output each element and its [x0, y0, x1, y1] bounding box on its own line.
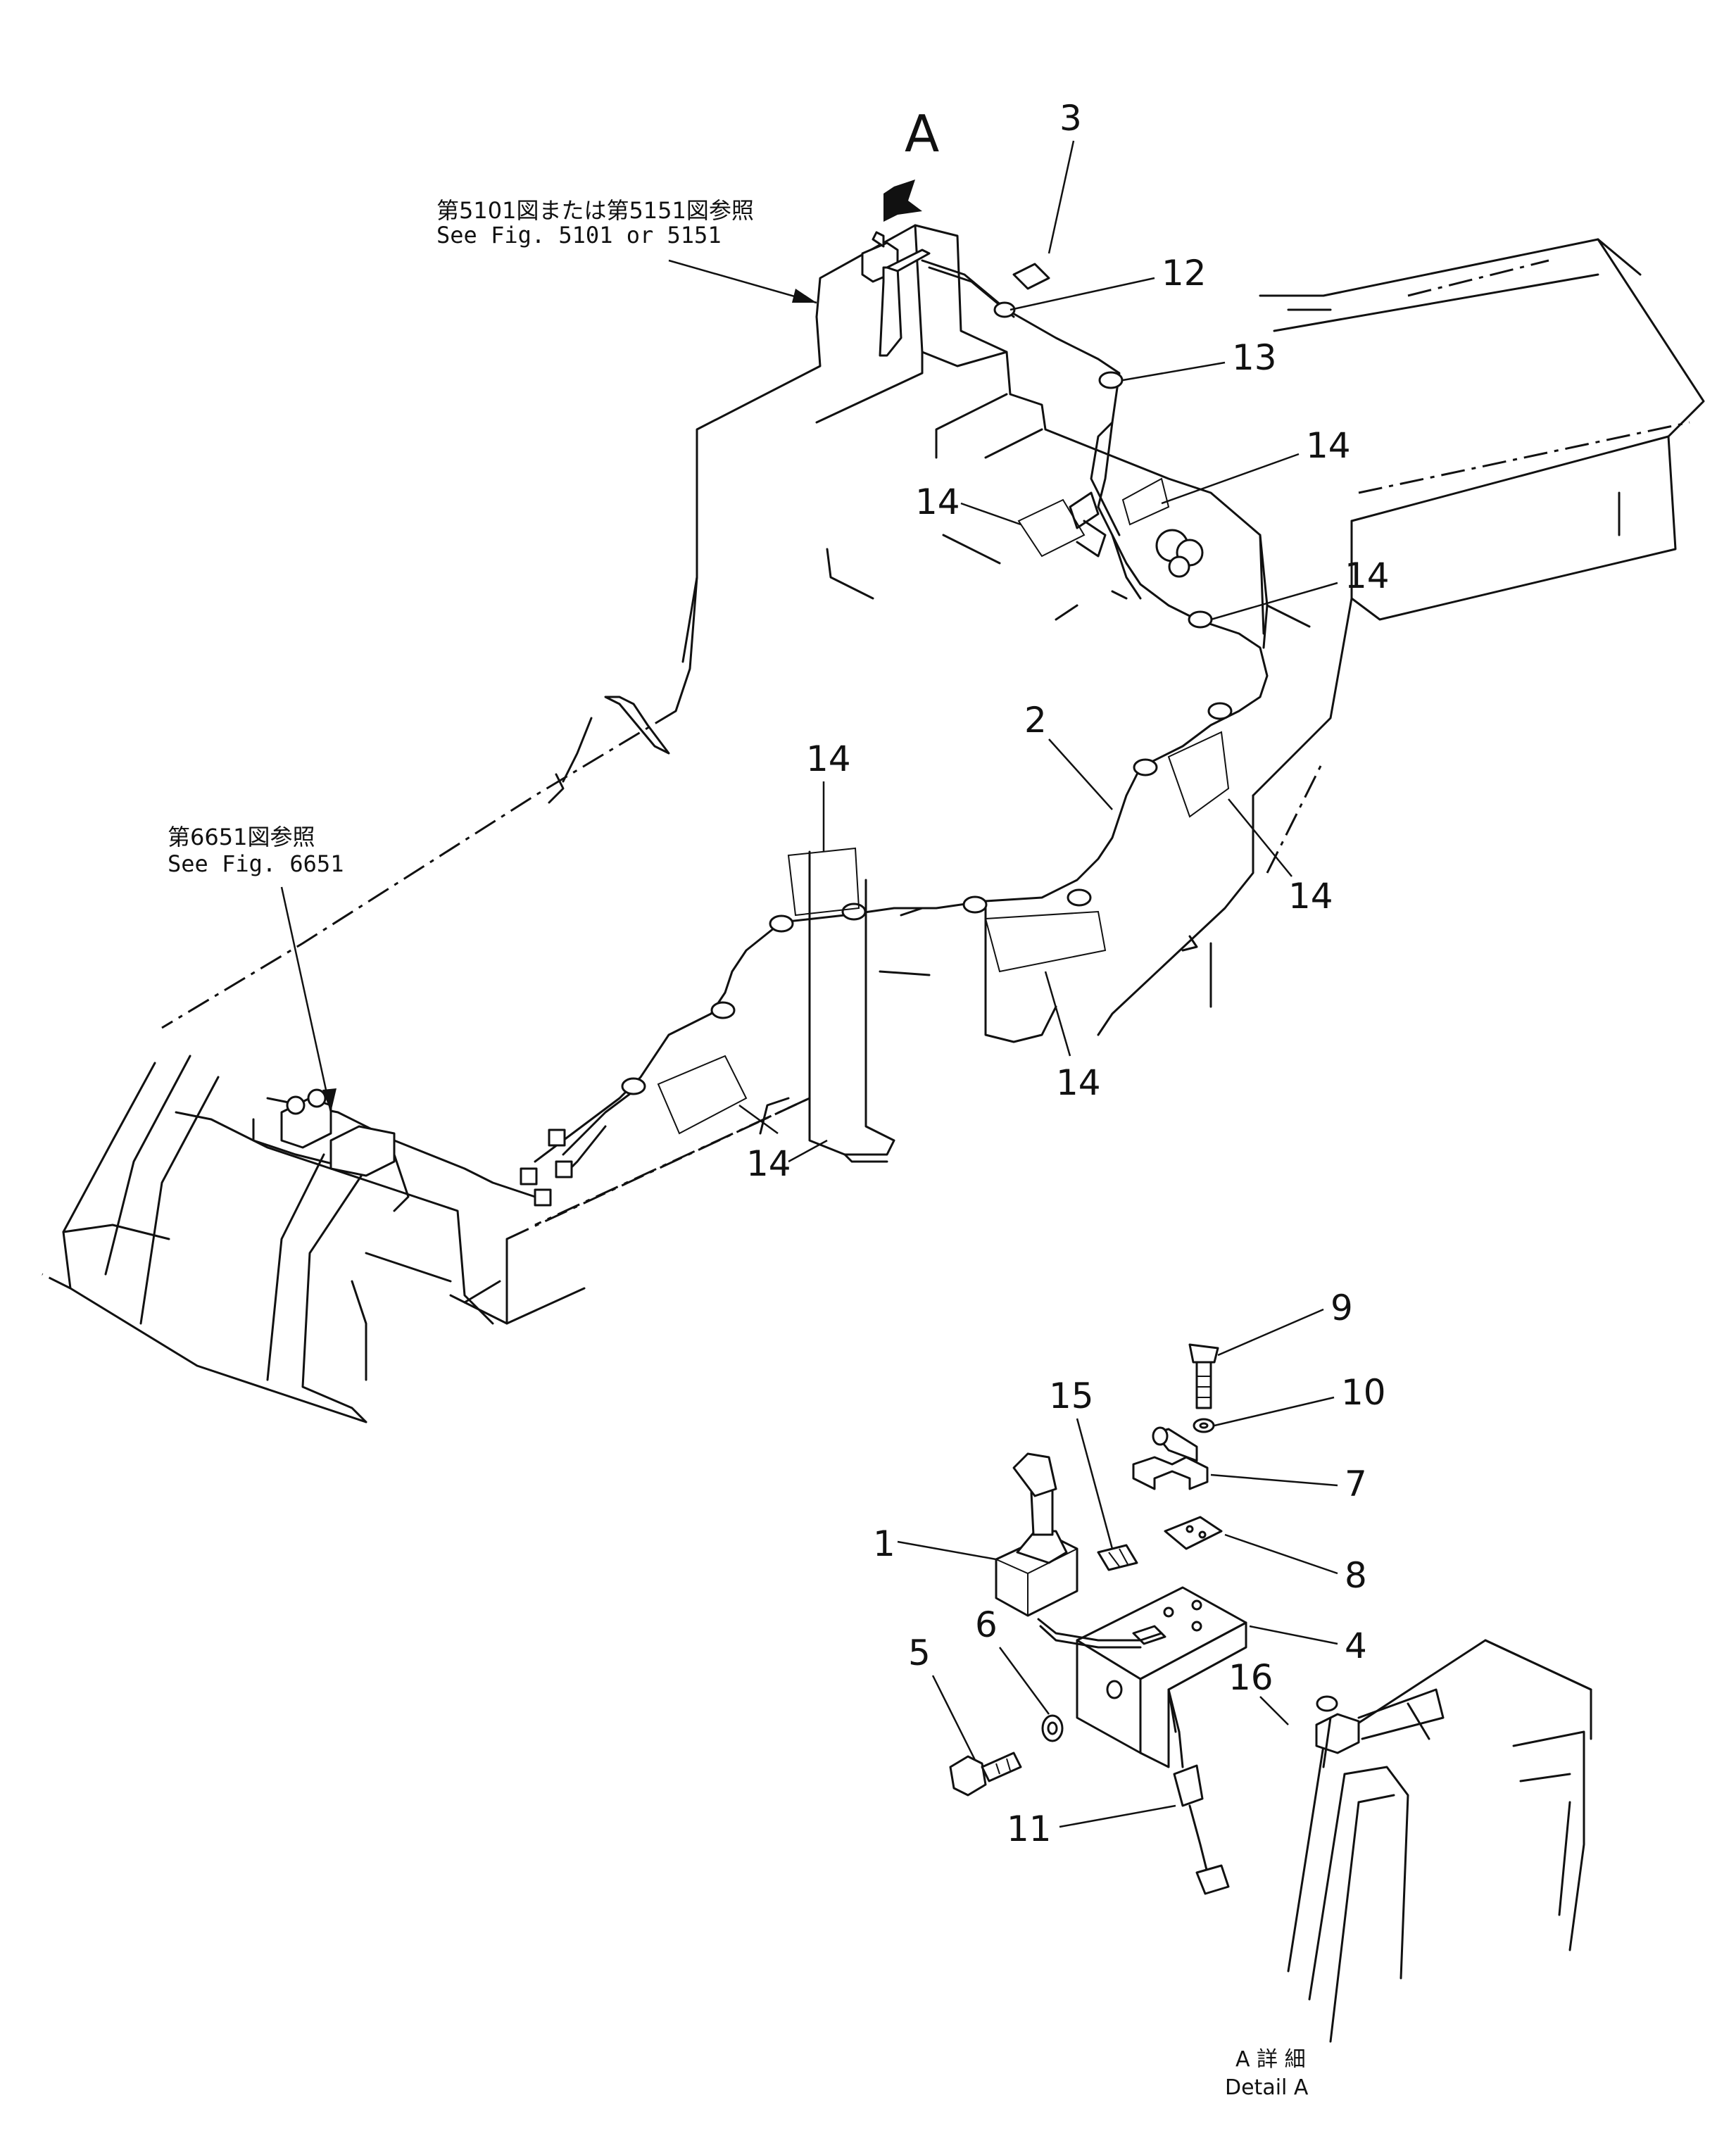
ref-5101-en: See Fig. 5101 or 5151: [436, 222, 722, 249]
callout-1: 1: [873, 1523, 895, 1564]
tag-plates: [657, 477, 1230, 1135]
ref-6651-en: See Fig. 6651: [168, 850, 344, 877]
callout-6: 6: [975, 1604, 998, 1645]
callout-15: 15: [1049, 1376, 1094, 1416]
callout-14-g: 14: [746, 1143, 791, 1184]
callout-8: 8: [1345, 1555, 1367, 1596]
detail-label-jp: A 詳 細: [1235, 2047, 1306, 2072]
callout-5: 5: [908, 1633, 931, 1673]
callout-14-b: 14: [915, 482, 960, 522]
ref-6651-jp: 第6651図参照: [168, 824, 315, 850]
callout-2: 2: [1024, 700, 1047, 741]
callout-14-a: 14: [1306, 425, 1351, 466]
callout-11: 11: [1007, 1809, 1052, 1849]
clamps: [621, 301, 1233, 1095]
view-marker-label: A: [905, 104, 939, 163]
callout-7: 7: [1345, 1464, 1367, 1504]
view-arrow-a: A: [883, 104, 939, 222]
callout-4: 4: [1345, 1625, 1367, 1666]
callout-10: 10: [1341, 1372, 1386, 1413]
callout-12: 12: [1162, 253, 1207, 294]
callout-16: 16: [1228, 1657, 1273, 1698]
detail-a-assembly: [949, 1343, 1592, 2043]
callout-14-c: 14: [1345, 555, 1390, 596]
control-lever-top: [861, 231, 931, 357]
detail-label-en: Detail A: [1225, 2075, 1309, 2100]
callout-13: 13: [1232, 337, 1277, 378]
callout-3: 3: [1059, 98, 1082, 139]
wiring-harness: [280, 259, 1269, 1207]
callout-9: 9: [1331, 1288, 1353, 1328]
callout-14-d: 14: [806, 738, 851, 779]
reference-notes: 第5101図または第5151図参照 See Fig. 5101 or 5151 …: [168, 197, 1309, 2100]
callouts: 3 12 13 14 14 14 2 14 14 14 14 9 10 15 7: [738, 98, 1390, 1849]
ref-5101-jp: 第5101図または第5151図参照: [436, 197, 754, 224]
machine-frame: [42, 224, 1705, 1423]
callout-14-e: 14: [1288, 876, 1333, 917]
callout-14-f: 14: [1056, 1062, 1101, 1103]
